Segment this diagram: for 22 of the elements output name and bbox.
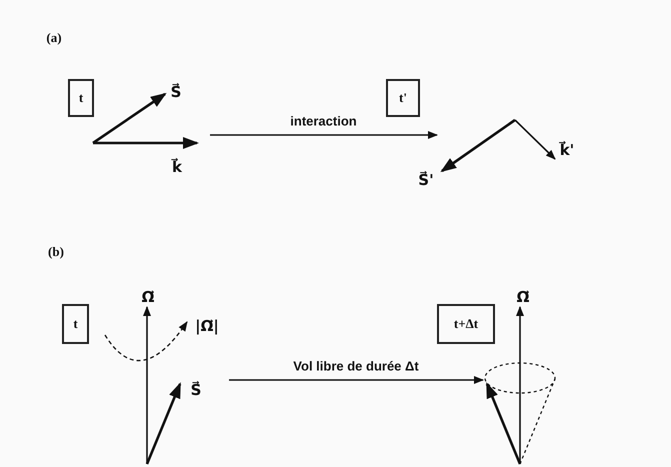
- vector-symbol: Ω⃗: [142, 288, 154, 306]
- time-label: t': [399, 90, 407, 106]
- vector-drawing: [483, 306, 557, 465]
- time-label: t: [73, 316, 78, 332]
- edge-label: Vol libre de durée Δt: [291, 358, 421, 374]
- vector-symbol: S⃗': [418, 171, 434, 189]
- time-label: t+Δt: [454, 316, 478, 332]
- panel-label: (a): [46, 30, 62, 46]
- panel-label: (b): [48, 244, 64, 260]
- state-box: [68, 79, 94, 117]
- state-box: [62, 304, 89, 344]
- edge-label: interaction: [288, 114, 359, 128]
- vector-symbol: |Ω⃗|: [195, 317, 219, 335]
- state-box: [437, 304, 495, 344]
- state-box: [386, 79, 420, 117]
- time-label: t: [78, 90, 84, 106]
- arrow: [210, 131, 438, 139]
- arrow: [229, 376, 484, 384]
- vector-symbol: k⃗: [172, 158, 182, 176]
- vector-symbol: Ω⃗: [516, 288, 530, 306]
- vector-symbol: S⃗: [190, 381, 202, 399]
- vector-symbol: k⃗': [560, 141, 574, 159]
